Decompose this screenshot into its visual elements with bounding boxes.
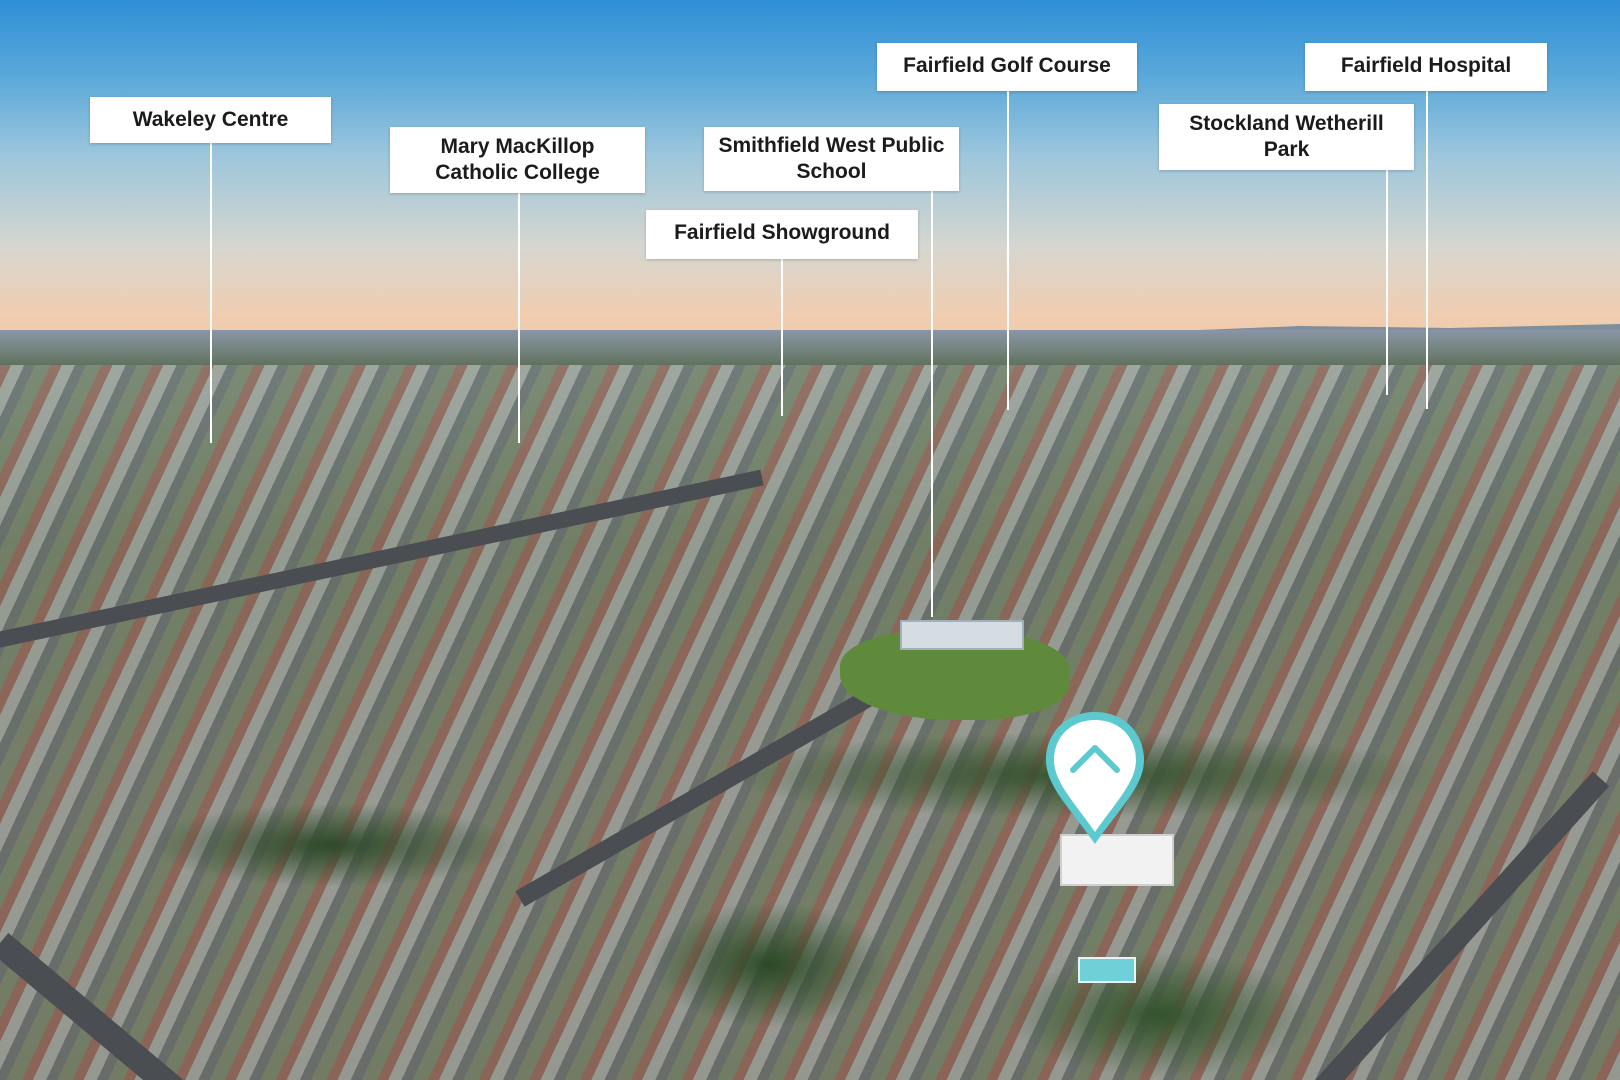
label-fairfield-showground: Fairfield Showground bbox=[646, 210, 918, 259]
pool bbox=[1078, 957, 1136, 983]
horizon-band bbox=[0, 330, 1620, 370]
location-pin-icon bbox=[1046, 712, 1144, 844]
leader-line-fairfield-golf-course bbox=[1007, 91, 1009, 410]
house-white bbox=[1060, 834, 1174, 886]
label-fairfield-golf-course: Fairfield Golf Course bbox=[877, 43, 1137, 91]
label-wakeley-centre: Wakeley Centre bbox=[90, 97, 331, 143]
label-stockland-wetherill: Stockland Wetherill Park bbox=[1159, 104, 1414, 170]
leader-line-fairfield-showground bbox=[781, 259, 783, 416]
showground-shed bbox=[900, 620, 1024, 650]
chevron-up-icon bbox=[1070, 745, 1120, 773]
leader-line-smithfield-west bbox=[931, 191, 933, 617]
leader-line-wakeley-centre bbox=[210, 143, 212, 443]
label-fairfield-hospital: Fairfield Hospital bbox=[1305, 43, 1547, 91]
leader-line-stockland-wetherill bbox=[1386, 170, 1388, 395]
label-mary-mackillop: Mary MacKillop Catholic College bbox=[390, 127, 645, 193]
label-smithfield-west: Smithfield West Public School bbox=[704, 127, 959, 191]
leader-line-fairfield-hospital bbox=[1426, 91, 1428, 409]
leader-line-mary-mackillop bbox=[518, 193, 520, 443]
